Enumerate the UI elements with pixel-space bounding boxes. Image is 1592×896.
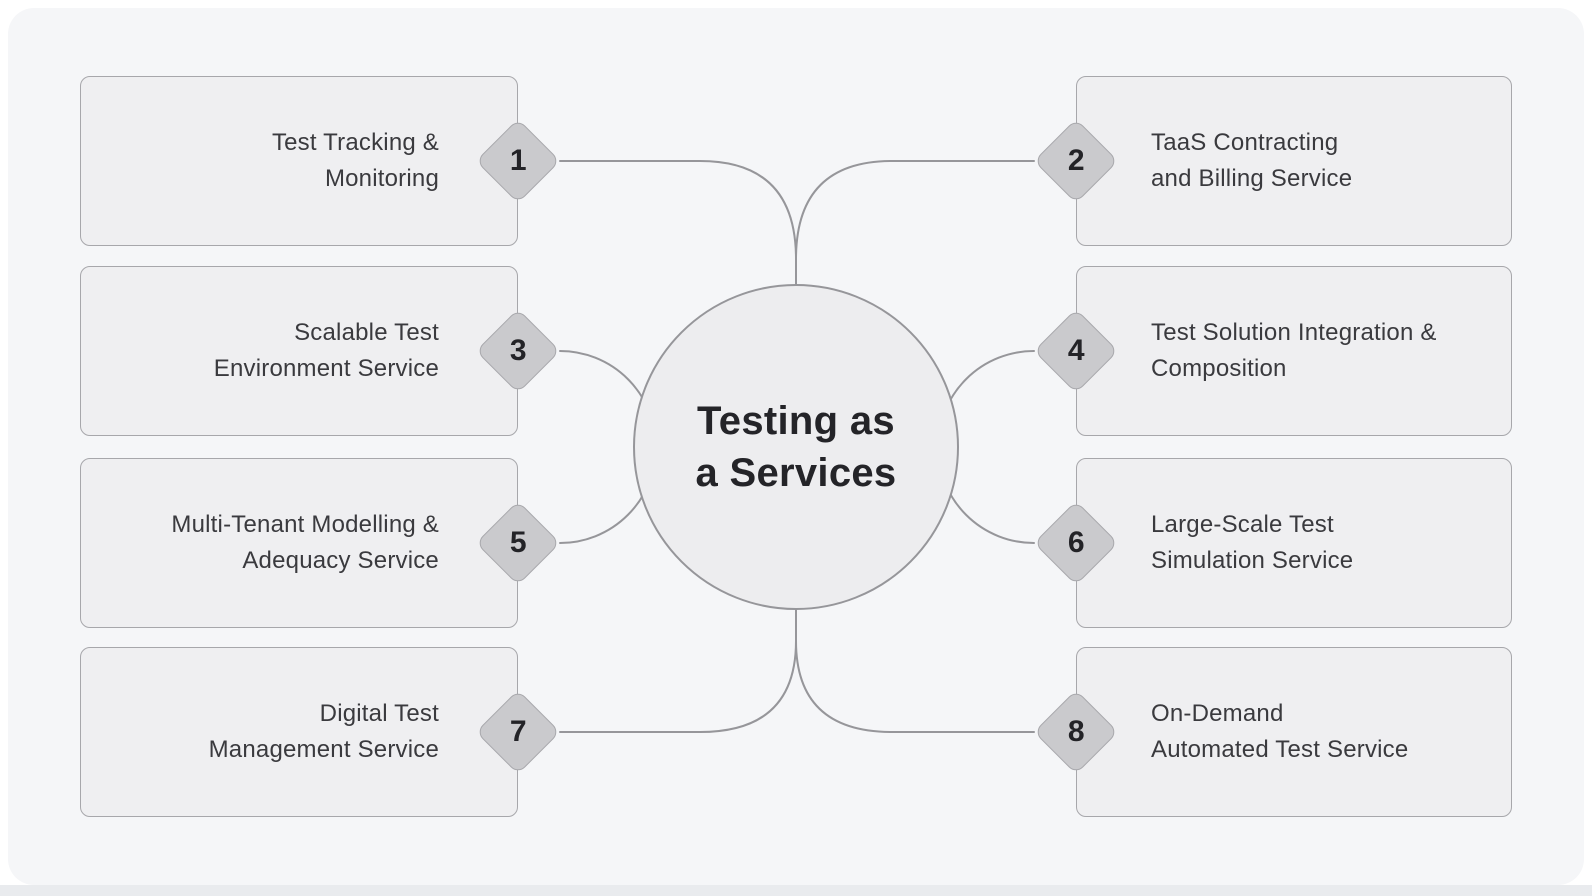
service-box-1-label: Test Tracking & Monitoring (81, 125, 517, 197)
connector-8 (795, 640, 1035, 733)
service-box-6-label: Large-Scale Test Simulation Service (1077, 507, 1511, 579)
central-title-line2: a Services (695, 451, 897, 495)
service-box-5-label: Multi-Tenant Modelling & Adequacy Servic… (81, 507, 517, 579)
page-bottom-edge (0, 885, 1592, 896)
connector-2 (795, 160, 1035, 260)
service-box-2: TaaS Contracting and Billing Service (1076, 76, 1512, 246)
service-box-7-line1: Digital Test (319, 700, 439, 727)
diamond-number-1: 1 (509, 144, 527, 177)
service-box-7-line2: Management Service (208, 736, 439, 763)
service-box-8-line2: Automated Test Service (1151, 736, 1409, 763)
service-box-2-line1: TaaS Contracting (1151, 129, 1339, 156)
service-box-1-line2: Monitoring (324, 165, 439, 192)
service-box-3-line1: Scalable Test (294, 319, 439, 346)
diamond-number-3: 3 (509, 334, 527, 367)
service-box-6-line1: Large-Scale Test (1151, 511, 1334, 538)
service-box-7: Digital Test Management Service (80, 647, 518, 817)
service-box-1: Test Tracking & Monitoring (80, 76, 518, 246)
service-box-2-line2: and Billing Service (1151, 165, 1353, 192)
service-box-8: On-Demand Automated Test Service (1076, 647, 1512, 817)
service-box-7-label: Digital Test Management Service (81, 696, 517, 768)
connector-1 (559, 160, 797, 301)
service-box-8-label: On-Demand Automated Test Service (1077, 696, 1511, 768)
service-box-2-label: TaaS Contracting and Billing Service (1077, 125, 1511, 197)
diamond-number-6: 6 (1067, 526, 1085, 559)
service-box-5: Multi-Tenant Modelling & Adequacy Servic… (80, 458, 518, 628)
service-box-4-label: Test Solution Integration & Composition (1077, 315, 1511, 387)
service-box-4-line1: Test Solution Integration & (1151, 319, 1437, 346)
service-box-3-label: Scalable Test Environment Service (81, 315, 517, 387)
service-box-4-line2: Composition (1151, 355, 1287, 382)
service-box-5-line2: Adequacy Service (242, 547, 439, 574)
connector-7 (559, 594, 797, 733)
diamond-number-7: 7 (509, 715, 527, 748)
service-box-8-line1: On-Demand (1151, 700, 1284, 727)
service-box-6: Large-Scale Test Simulation Service (1076, 458, 1512, 628)
service-box-4: Test Solution Integration & Composition (1076, 266, 1512, 436)
central-node: Testing as a Services (633, 284, 959, 610)
central-title: Testing as a Services (696, 395, 897, 499)
diamond-number-4: 4 (1067, 334, 1085, 367)
service-box-1-line1: Test Tracking & (271, 129, 439, 156)
service-box-5-line1: Multi-Tenant Modelling & (171, 511, 439, 538)
diamond-number-5: 5 (509, 526, 527, 559)
diamond-number-2: 2 (1067, 144, 1085, 177)
service-box-6-line2: Simulation Service (1151, 547, 1354, 574)
service-box-3: Scalable Test Environment Service (80, 266, 518, 436)
service-box-3-line2: Environment Service (213, 355, 439, 382)
central-title-line1: Testing as (697, 399, 895, 443)
diamond-number-8: 8 (1067, 715, 1085, 748)
